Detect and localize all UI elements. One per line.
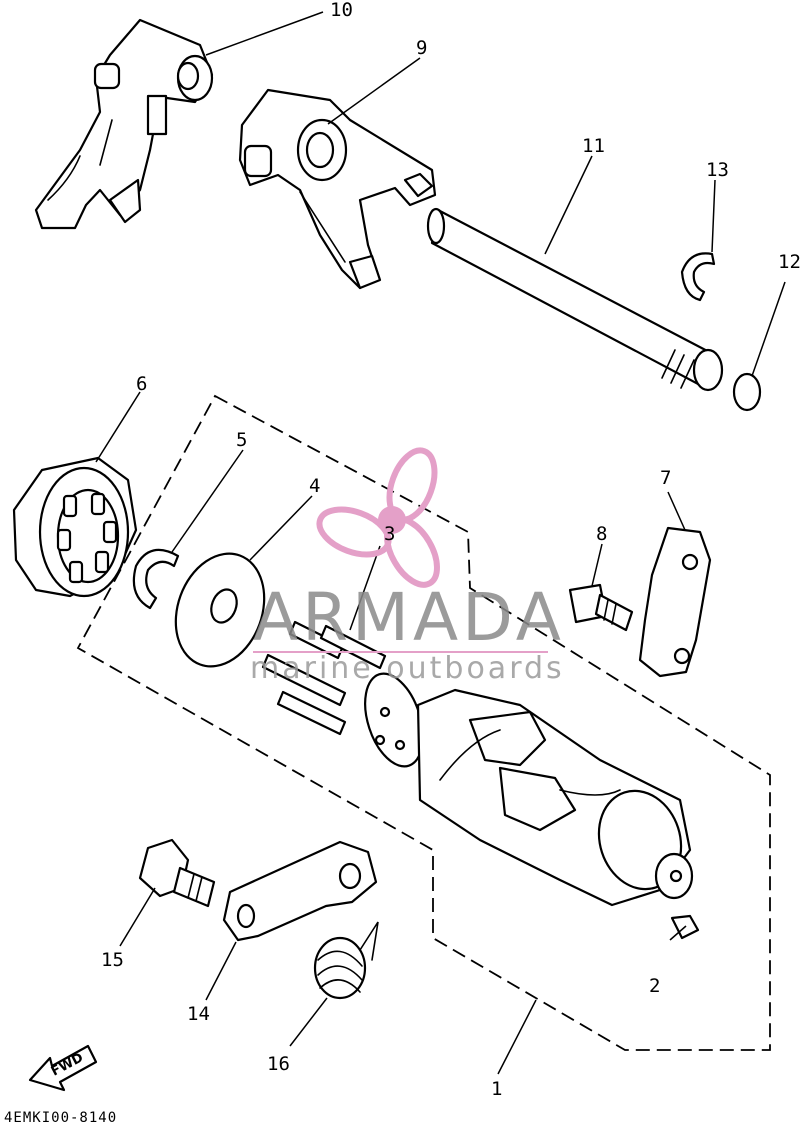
- dowel-pins: [261, 620, 387, 736]
- assembly-boundary: [76, 394, 771, 1051]
- watermark-tagline: marine outboards: [250, 651, 565, 686]
- callout-7: 7: [660, 467, 671, 489]
- fwd-arrow-icon: FWD: [28, 1044, 98, 1092]
- callout-1: 1: [491, 1078, 502, 1100]
- shift-fork-middle: [238, 88, 437, 290]
- circlip-large: [132, 548, 180, 610]
- drawing-code: 4EMKI00-8140: [4, 1110, 117, 1126]
- torsion-spring: [313, 921, 379, 1000]
- guide-bar: [426, 207, 724, 392]
- watermark-brand: ARMADA: [253, 579, 565, 656]
- callout-14: 14: [187, 1003, 210, 1025]
- callout-3: 3: [384, 523, 395, 545]
- callout-9: 9: [416, 37, 427, 59]
- segment-plate: [638, 526, 712, 678]
- bolt-stopper: [138, 838, 216, 908]
- leader-lines: [95, 11, 786, 1075]
- callout-16: 16: [267, 1053, 290, 1075]
- callout-12: 12: [778, 251, 800, 273]
- bearing: [12, 456, 138, 598]
- callout-10: 10: [330, 0, 353, 21]
- callout-4: 4: [309, 475, 320, 497]
- logo-hub: [378, 506, 406, 534]
- washer-small: [732, 372, 762, 412]
- shift-drum: [364, 672, 694, 907]
- callout-11: 11: [582, 135, 605, 157]
- callout-8: 8: [596, 523, 607, 545]
- callout-6: 6: [136, 373, 147, 395]
- armada-logo: [316, 447, 440, 588]
- circlip-small: [680, 252, 716, 302]
- thrust-washer: [174, 552, 266, 668]
- callout-2: 2: [649, 975, 660, 997]
- shift-fork-upper: [34, 18, 214, 230]
- callout-15: 15: [101, 949, 124, 971]
- callout-13: 13: [706, 159, 729, 181]
- callout-5: 5: [236, 429, 247, 451]
- stopper-lever: [222, 840, 378, 942]
- bolt-segment: [568, 583, 634, 632]
